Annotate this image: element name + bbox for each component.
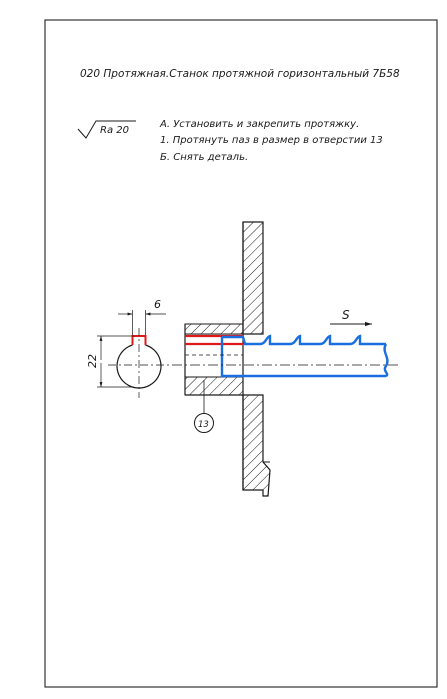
roughness-label: Ra 20 xyxy=(100,125,129,136)
step-a: А. Установить и закрепить протяжку. xyxy=(159,119,359,130)
operation-title: 020 Протяжная.Станок протяжной горизонта… xyxy=(80,68,400,80)
part-section-view xyxy=(108,328,170,398)
fixture-section xyxy=(184,221,271,497)
step-1: 1. Протянуть паз в размер в отверстии 13 xyxy=(160,135,383,146)
sheet-frame xyxy=(44,19,438,688)
bore-value: 22 xyxy=(86,354,99,368)
slot-width-dimension xyxy=(118,310,166,335)
roughness-symbol xyxy=(77,120,136,139)
broach-tool xyxy=(220,334,389,378)
feed-label: S xyxy=(342,308,350,322)
bore-dimension xyxy=(97,335,134,388)
surface-reference xyxy=(194,380,214,433)
step-b: Б. Снять деталь. xyxy=(160,152,248,163)
surface-reference-number: 13 xyxy=(198,420,209,430)
slot-width-value: 6 xyxy=(154,298,161,311)
